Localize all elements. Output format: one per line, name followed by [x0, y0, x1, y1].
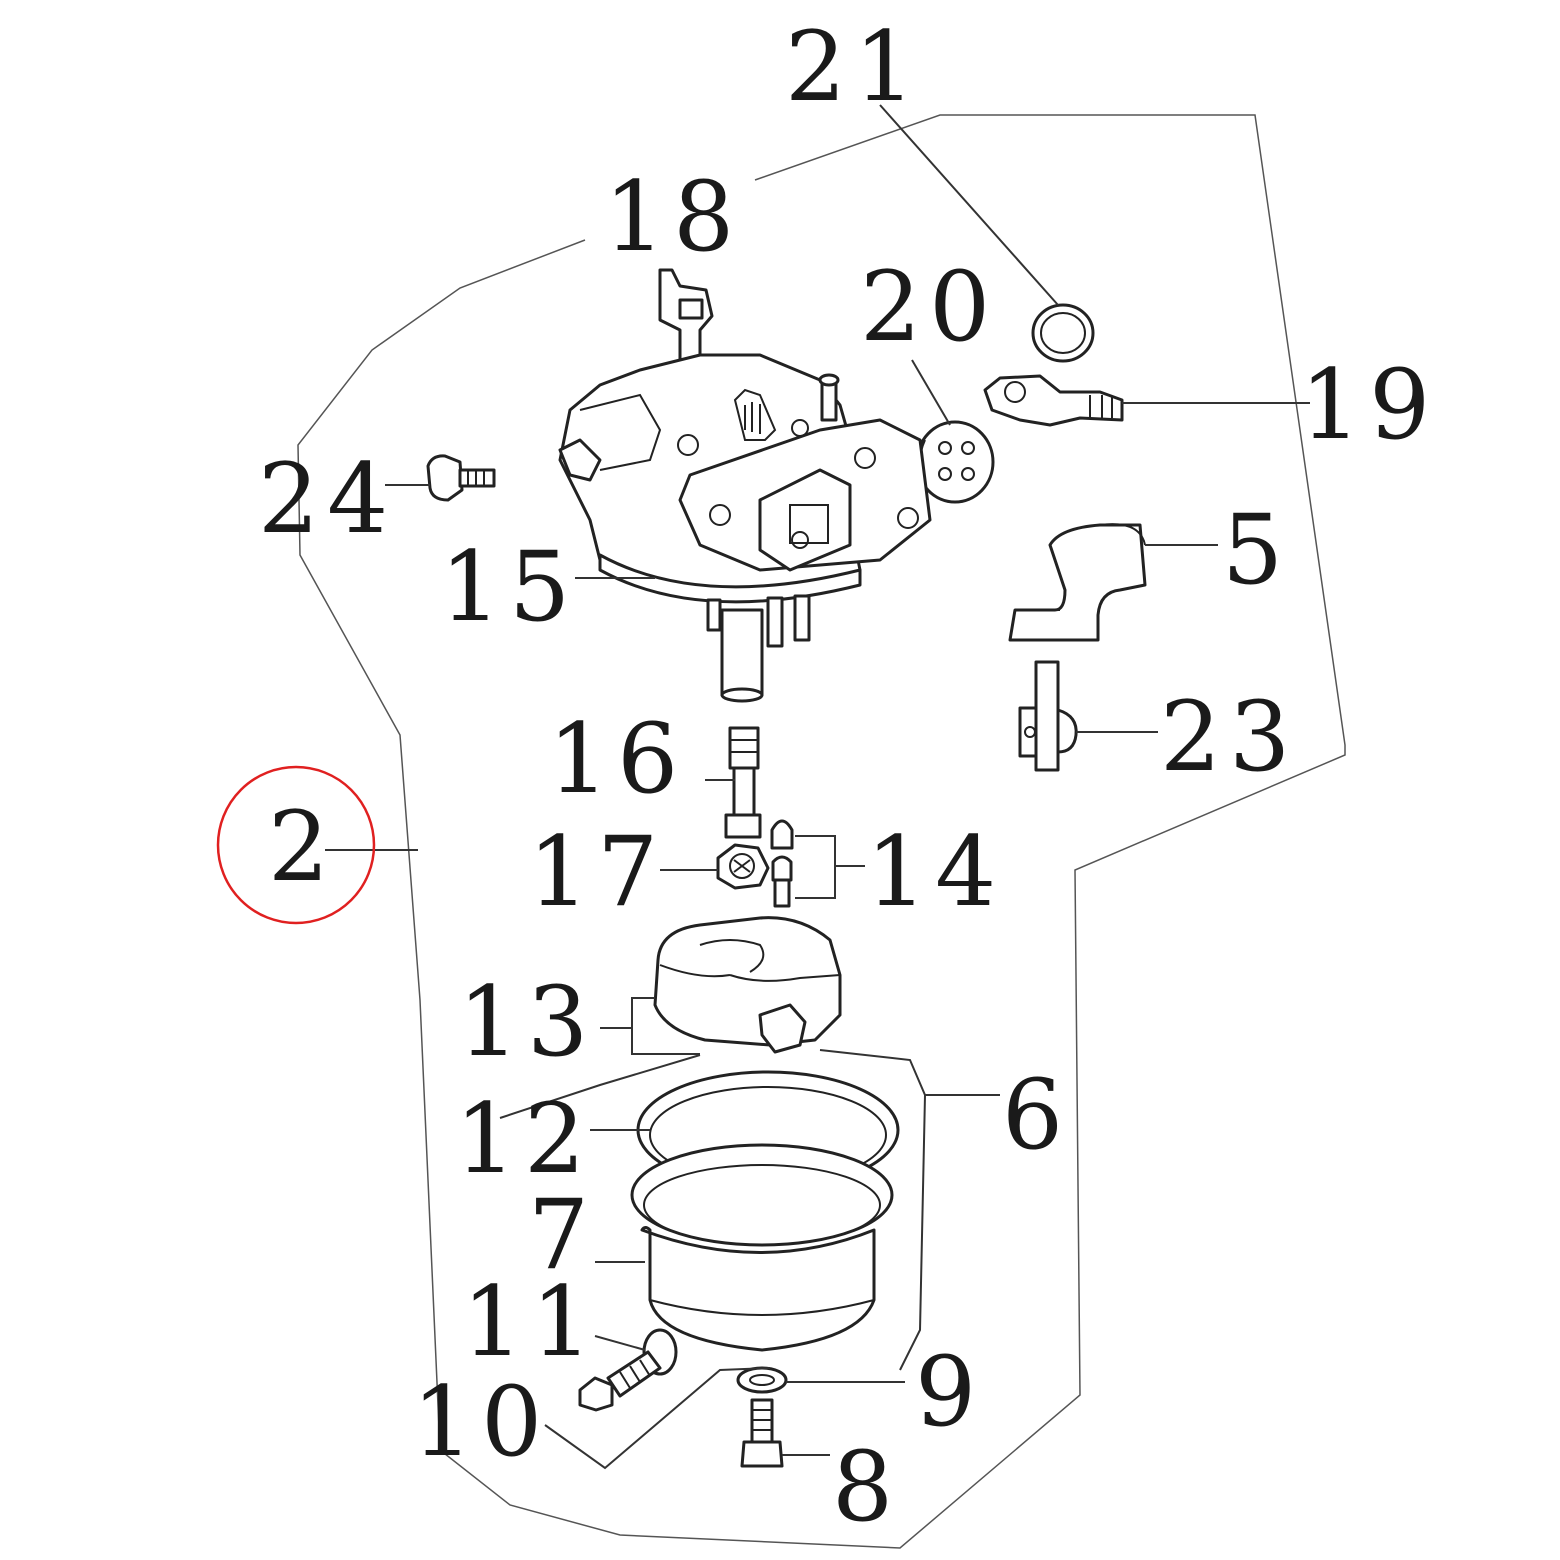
- part-23-clamp: [1018, 660, 1078, 772]
- label-14: 14: [866, 816, 1004, 928]
- label-6: 6: [1002, 1059, 1071, 1171]
- part-17-main-jet: [716, 843, 770, 890]
- part-21-oring: [1031, 303, 1095, 363]
- label-23: 23: [1160, 681, 1298, 793]
- label-10: 10: [412, 1366, 550, 1478]
- label-12: 12: [455, 1083, 593, 1195]
- label-8: 8: [832, 1431, 901, 1543]
- label-18: 18: [604, 161, 742, 273]
- part-13-float: [653, 916, 842, 1054]
- part-15-carburetor-body: [558, 268, 932, 703]
- label-9: 9: [915, 1336, 984, 1448]
- label-16: 16: [548, 703, 686, 815]
- part-19-lever: [983, 374, 1124, 427]
- part-10-drain-screw: [578, 1350, 662, 1412]
- label-11: 11: [462, 1266, 600, 1378]
- part-9-washer: [736, 1366, 788, 1394]
- part-14-float-needle: [770, 819, 794, 908]
- part-5-elbow: [1008, 523, 1147, 642]
- label-19: 19: [1300, 349, 1438, 461]
- assembly-boundary: [297, 114, 1346, 1549]
- part-24-screw: [426, 454, 496, 502]
- label-2: 2: [268, 791, 337, 903]
- label-7: 7: [528, 1179, 597, 1291]
- label-13: 13: [458, 966, 596, 1078]
- part-20-filter-disc: [915, 420, 995, 504]
- leader-lines: [325, 104, 1310, 1470]
- label-21: 21: [785, 11, 923, 123]
- part-7-float-bowl: [630, 1143, 894, 1352]
- part-8-bolt: [740, 1398, 784, 1468]
- label-15: 15: [440, 531, 578, 643]
- part-16-jet-tube: [724, 726, 762, 839]
- label-17: 17: [528, 816, 666, 928]
- highlight-circle: [216, 765, 376, 925]
- label-24: 24: [258, 443, 396, 555]
- label-20: 20: [860, 251, 998, 363]
- label-5: 5: [1222, 494, 1291, 606]
